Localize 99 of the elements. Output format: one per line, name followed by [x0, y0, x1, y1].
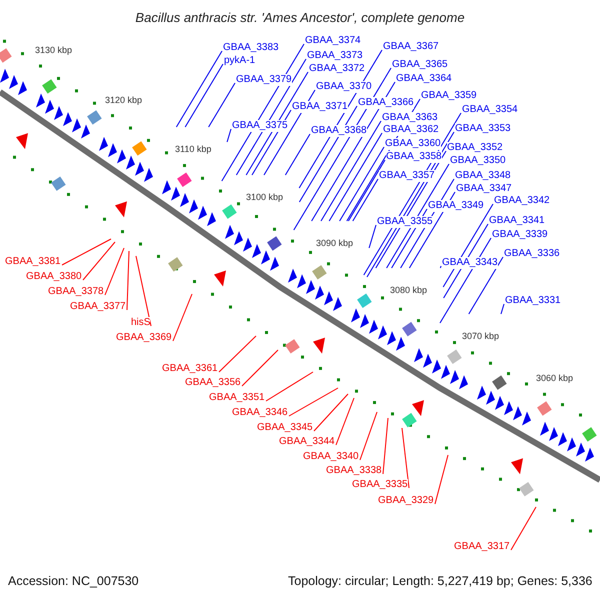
leader-line [402, 428, 410, 488]
accession-text: Accession: NC_007530 [8, 574, 139, 588]
gene-label: GBAA_3380 [26, 271, 82, 283]
leader-line [184, 64, 224, 128]
leader-line [176, 50, 222, 128]
gene-label: GBAA_3383 [223, 42, 279, 54]
gene-label: GBAA_3360 [385, 138, 441, 150]
leader-line [510, 506, 536, 550]
leader-line [172, 294, 192, 342]
leader-line [336, 398, 354, 446]
leader-line [314, 394, 348, 432]
gene-label: GBAA_3346 [232, 407, 288, 419]
leader-line [126, 250, 130, 310]
gene-label: GBAA_3354 [462, 104, 518, 116]
leader-line [328, 132, 382, 222]
scale-label: 3120 kbp [105, 95, 142, 105]
gene-label: GBAA_3350 [450, 155, 506, 167]
leader-line [246, 72, 308, 176]
scale-label: 3130 kbp [35, 45, 72, 55]
leader-line [82, 242, 116, 280]
gene-label: GBAA_3331 [505, 295, 561, 307]
scale-label: 3100 kbp [246, 192, 284, 202]
leader-line [136, 256, 152, 326]
scale-label: 3080 kbp [390, 285, 428, 295]
gene-label: GBAA_3379 [236, 74, 292, 86]
gene-label: GBAA_3343 [442, 257, 498, 269]
gene-label: GBAA_3381 [5, 256, 61, 268]
gene-label: GBAA_3378 [48, 286, 104, 298]
genome-summary-text: Topology: circular; Length: 5,227,419 bp; Genes: 5,336 [288, 574, 592, 588]
leader-line [62, 238, 112, 266]
gene-label: GBAA_3336 [504, 248, 560, 260]
scale-label: 3070 kbp [462, 331, 500, 341]
gene-label: GBAA_3329 [378, 495, 434, 507]
gene-label: GBAA_3370 [316, 81, 372, 93]
gene-label: GBAA_3366 [358, 97, 414, 109]
leader-line [440, 238, 492, 324]
gene-label: pykA-1 [224, 55, 256, 67]
leader-line [242, 350, 278, 386]
leader-line [468, 256, 504, 314]
gene-label: GBAA_3357 [379, 170, 435, 182]
gene-label: GBAA_3335 [352, 479, 408, 491]
gene-label: GBAA_3368 [311, 125, 367, 137]
leader-line [264, 90, 316, 176]
gene-label: GBAA_3363 [382, 112, 438, 124]
leader-line [311, 82, 396, 222]
gene-label: GBAA_3348 [455, 170, 511, 182]
leader-line [434, 454, 448, 504]
leader-line [368, 224, 376, 248]
leader-line [352, 178, 378, 222]
gene-label: GBAA_3355 [377, 216, 433, 228]
gene-label: GBAA_3362 [383, 124, 439, 136]
gene-label: GBAA_3374 [305, 35, 361, 47]
scale-label: 3090 kbp [316, 238, 354, 248]
leader-line [500, 304, 504, 314]
leader-line [208, 82, 236, 128]
leader-line [440, 266, 442, 268]
gene-label: GBAA_3317 [454, 541, 510, 553]
leader-line [218, 336, 256, 372]
leader-line [339, 146, 384, 222]
gene-label: GBAA_3338 [326, 465, 382, 477]
scale-label: 3060 kbp [536, 373, 574, 383]
leader-line [360, 412, 378, 460]
gene-label: GBAA_3375 [232, 120, 288, 132]
gene-label: GBAA_3339 [492, 229, 548, 241]
leader-line [320, 120, 382, 222]
gene-label: GBAA_3351 [209, 392, 265, 404]
gene-label: GBAA_3361 [162, 363, 218, 375]
leader-line [288, 388, 338, 416]
title: Bacillus anthracis str. 'Ames Ancestor', complete genome [134, 10, 466, 25]
gene-label: GBAA_3358 [386, 151, 442, 163]
leader-line [348, 160, 386, 222]
leader-line [226, 128, 232, 142]
gene-label: GBAA_3359 [421, 90, 477, 102]
gene-label: GBAA_3347 [456, 183, 512, 195]
gene-label: GBAA_3377 [70, 301, 126, 313]
gene-label: GBAA_3353 [455, 123, 511, 135]
gene-label: GBAA_3344 [279, 436, 335, 448]
leader-line [236, 58, 306, 176]
gene-label: GBAA_3352 [447, 142, 503, 154]
leader-line [104, 248, 124, 296]
scale-label: 3110 kbp [175, 144, 212, 154]
gene-label: GBAA_3372 [309, 63, 365, 75]
leader-line [386, 164, 450, 268]
gene-label: GBAA_3373 [307, 50, 363, 62]
gene-label: GBAA_3349 [428, 200, 484, 212]
gene-label: GBAA_3367 [383, 41, 439, 53]
leader-line [284, 134, 310, 176]
leader-line [298, 106, 358, 202]
gene-label: GBAA_3365 [392, 59, 448, 71]
gene-label: GBAA_3356 [185, 377, 241, 389]
gene-label: GBAA_3340 [303, 451, 359, 463]
gene-label: GBAA_3364 [396, 73, 452, 85]
gene-label: GBAA_3371 [292, 101, 348, 113]
gene-label: GBAA_3369 [116, 332, 172, 344]
gene-label: GBAA_3342 [494, 195, 550, 207]
gene-label: GBAA_3345 [257, 422, 313, 434]
leader-line [266, 372, 314, 402]
gene-label: GBAA_3341 [489, 215, 545, 227]
leader-line [382, 418, 388, 474]
